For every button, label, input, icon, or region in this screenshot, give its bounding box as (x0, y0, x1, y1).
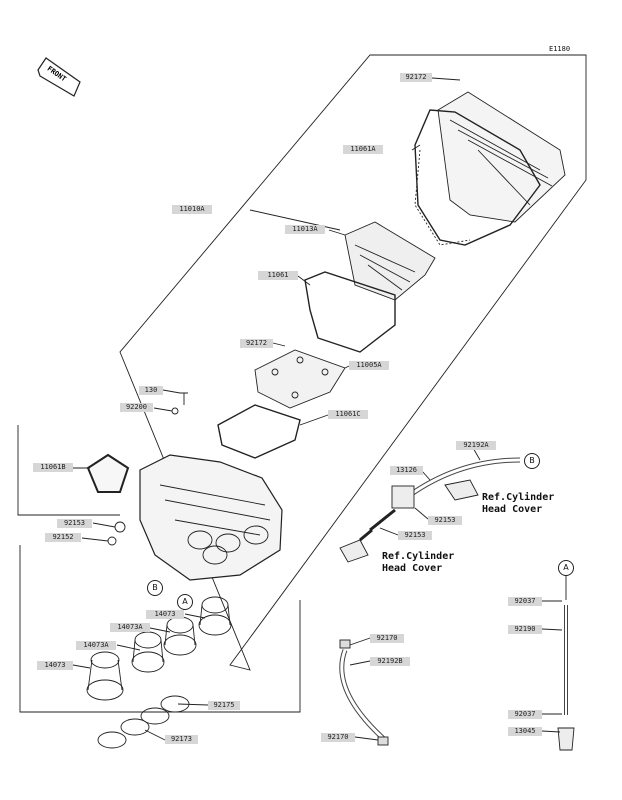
intake-funnels (86, 596, 232, 701)
diagram-code: E1180 (549, 45, 571, 53)
airbox-lower-case (139, 454, 283, 581)
part-label-130: 130 (139, 386, 163, 395)
ref-fitting-2 (339, 539, 369, 563)
element-11013A (344, 221, 436, 301)
valve-13126 (391, 485, 415, 509)
part-label-14073-a: 14073 (146, 610, 184, 619)
part-label-92170-b: 92170 (321, 733, 355, 742)
ref-cylinder-head-cover-2: Ref.Cylinder Head Cover (382, 551, 455, 574)
assembly-outline (119, 54, 587, 671)
part-label-11061: 11061 (258, 271, 298, 280)
part-label-92192B: 92192B (370, 657, 410, 666)
part-label-92172-top: 92172 (400, 73, 432, 82)
part-label-92152: 92152 (45, 533, 81, 542)
part-label-11005A: 11005A (349, 361, 389, 370)
part-label-11061A: 11061A (343, 145, 383, 154)
part-label-11013A: 11013A (285, 225, 325, 234)
part-label-92170-a: 92170 (370, 634, 404, 643)
part-label-92153-b: 92153 (428, 516, 462, 525)
part-label-92153-c: 92153 (398, 531, 432, 540)
duct-11061B (86, 453, 130, 493)
part-label-92037-a: 92037 (508, 597, 542, 606)
part-label-13126: 13126 (390, 466, 423, 475)
bracket-lower (19, 545, 301, 713)
part-label-11061C: 11061C (328, 410, 368, 419)
ref-cylinder-head-cover-1: Ref.Cylinder Head Cover (482, 492, 555, 515)
part-label-92200: 92200 (120, 403, 153, 412)
connector-a-right: A (558, 560, 574, 576)
part-label-13045: 13045 (508, 727, 542, 736)
part-label-14073-b: 14073 (37, 661, 73, 670)
gasket-11061 (304, 271, 396, 353)
front-arrow-icon (37, 57, 81, 97)
airbox-top-cover (414, 91, 566, 246)
part-label-11010A: 11010A (172, 205, 212, 214)
connector-a-left: A (177, 594, 193, 610)
part-label-92190: 92190 (508, 625, 542, 634)
part-label-14073A-a: 14073A (110, 623, 150, 632)
plate-11005A (254, 349, 346, 409)
ref-fitting-1 (444, 479, 479, 501)
part-label-92173: 92173 (165, 735, 198, 744)
part-label-92192A: 92192A (456, 441, 496, 450)
gasket-11061C (217, 404, 301, 459)
bracket-11061B (17, 425, 120, 516)
part-label-92175: 92175 (208, 701, 240, 710)
connector-b-left: B (147, 580, 163, 596)
gasket-11061A (414, 109, 541, 246)
connector-b-top: B (524, 453, 540, 469)
part-label-92172-mid: 92172 (240, 339, 273, 348)
part-label-92037-b: 92037 (508, 710, 542, 719)
part-label-92153-a: 92153 (57, 519, 92, 528)
part-label-11061B: 11061B (33, 463, 73, 472)
part-label-14073A-b: 14073A (76, 641, 116, 650)
